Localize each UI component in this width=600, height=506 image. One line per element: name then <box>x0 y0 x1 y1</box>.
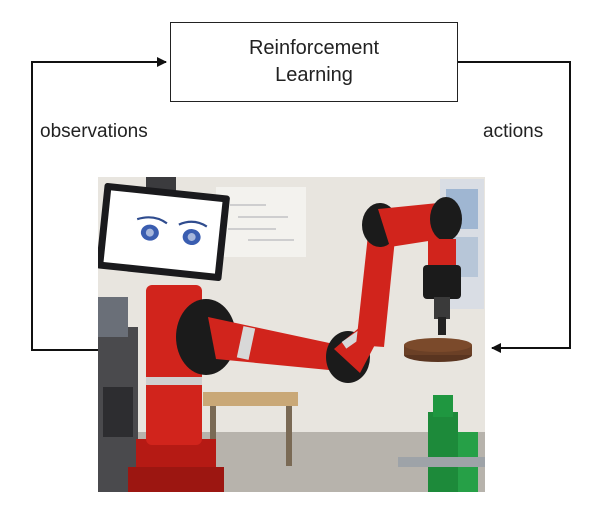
observations-arrow <box>31 57 167 351</box>
reinforcement-learning-box: Reinforcement Learning <box>170 22 458 102</box>
robot-screen <box>103 190 223 274</box>
reinforcement-learning-label: Reinforcement Learning <box>248 37 380 86</box>
desk <box>203 392 298 406</box>
robot-forearm <box>356 229 396 347</box>
green-blocks <box>428 412 458 492</box>
sawyer-robot-arm-icon <box>98 177 485 492</box>
whiteboard <box>216 187 306 257</box>
metal-rail <box>398 457 485 467</box>
actions-label: actions <box>483 121 544 142</box>
actions-arrow <box>458 61 571 353</box>
observations-label: observations <box>40 121 148 142</box>
robot-eyes <box>136 216 208 246</box>
